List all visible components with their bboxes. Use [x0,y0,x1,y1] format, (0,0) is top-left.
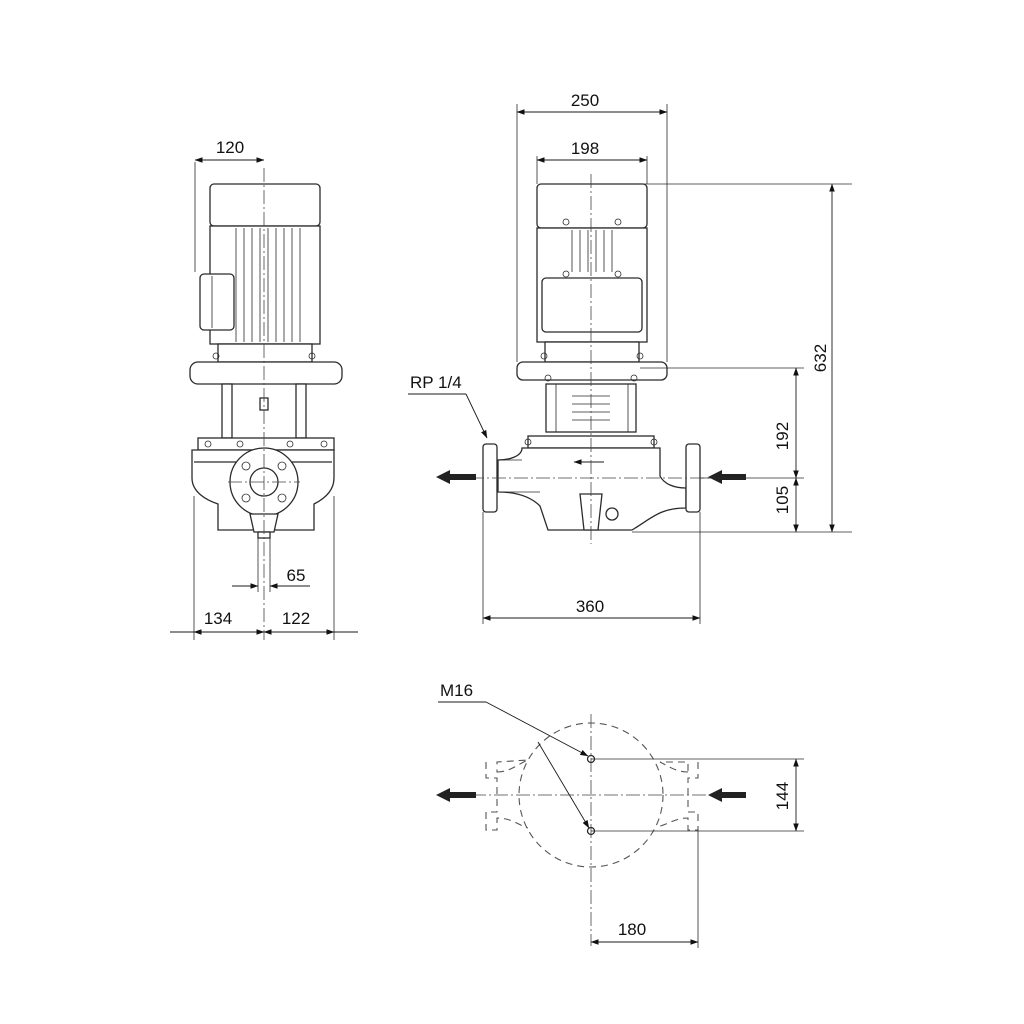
dim-side-motor-width: 120 [216,138,244,157]
side-coupling-right-column [295,383,307,439]
dim-top-bolt-offset: 180 [618,920,646,939]
dim-front-width-motor: 198 [571,139,599,158]
side-motor-ring [217,343,313,363]
side-view: 120 65 134 122 [170,138,358,640]
front-view: 250 198 632 192 105 360 RP 1/4 [408,91,852,624]
front-motor-top [536,183,648,229]
side-coupling-left-column [221,383,233,439]
front-stool-flange [516,361,668,381]
side-terminal-box [199,273,235,331]
dim-side-shaft-offset: 65 [287,566,306,585]
callout-vent-thread: RP 1/4 [410,373,462,392]
dim-top-bolt-spacing: 144 [773,782,792,810]
side-stool-flange [189,361,343,385]
top-flange-right [659,761,699,831]
dim-side-base-left: 134 [204,609,232,628]
front-terminal-box [541,277,643,333]
top-flow-out-arrow [436,788,476,802]
flow-out-arrow [436,470,476,484]
dim-front-total-height: 632 [811,344,830,372]
dim-side-base-right: 122 [282,609,310,628]
dim-front-width-outer: 250 [571,91,599,110]
dim-front-port-height: 105 [773,486,792,514]
dim-front-upper-height: 192 [773,422,792,450]
callout-bolt-thread: M16 [440,681,473,700]
side-motor-cover [209,183,321,227]
top-view: M16 144 180 [436,681,804,948]
side-motor-fins [235,228,301,342]
dim-front-port-to-port: 360 [576,597,604,616]
top-flange-left [485,759,529,831]
front-motor-fins [571,230,613,272]
flow-in-arrow [708,470,746,484]
top-flow-in-arrow [708,788,746,802]
